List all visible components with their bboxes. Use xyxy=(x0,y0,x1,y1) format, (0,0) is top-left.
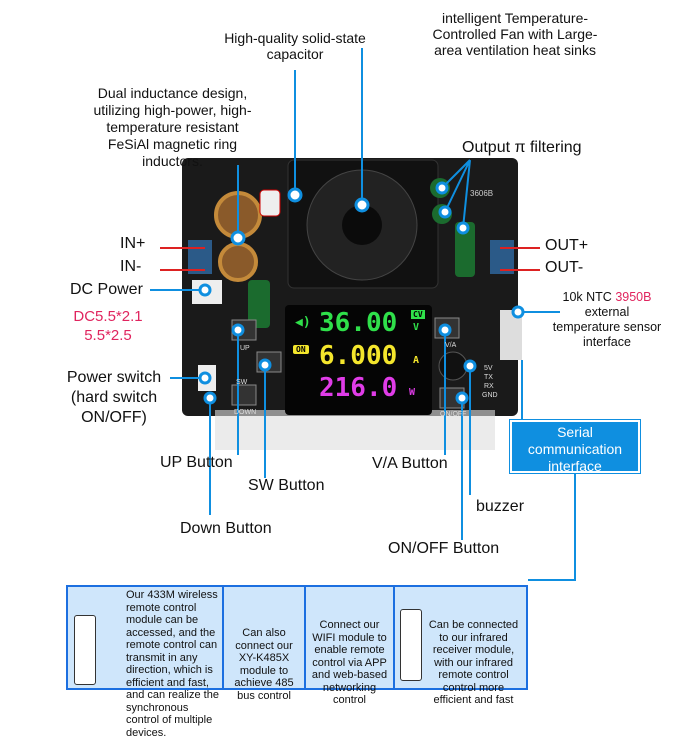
panel-wifi: Connect our WIFI module to enable remote… xyxy=(306,587,395,706)
in-minus-label: IN- xyxy=(120,258,142,275)
svg-text:TX: TX xyxy=(484,374,493,381)
svg-text:ON/OFF: ON/OFF xyxy=(440,411,466,418)
inductor-label: Dual inductance design, utilizing high-p… xyxy=(93,85,252,169)
panel-text: Can also connect our XY-K485X module to … xyxy=(234,627,294,702)
up-button-label: UP Button xyxy=(160,454,233,471)
current-unit: A xyxy=(413,355,420,366)
sw-button-label: SW Button xyxy=(248,477,325,494)
voltage-unit: V xyxy=(413,322,420,333)
svg-text:DOWN: DOWN xyxy=(234,409,256,416)
voltage-readout: 36.00 xyxy=(319,308,398,338)
svg-text:GND: GND xyxy=(482,392,498,399)
svg-text:SW: SW xyxy=(236,379,248,386)
va-button-label: V/A Button xyxy=(372,455,448,472)
svg-text:UP: UP xyxy=(240,345,250,352)
model-silk: 3606B xyxy=(470,189,493,198)
remote-icon xyxy=(74,615,96,685)
dc-power-label: DC Power xyxy=(70,281,143,298)
panel-485: Can also connect our XY-K485X module to … xyxy=(224,587,306,702)
panel-infrared: Can be connected to our infrared receive… xyxy=(395,587,526,706)
mode-badge: CV xyxy=(411,310,425,319)
remote-icon xyxy=(400,609,422,681)
accessory-panel: Our 433M wireless remote control module … xyxy=(66,585,528,739)
svg-text:RX: RX xyxy=(484,383,494,390)
speaker-icon: ◀) xyxy=(295,315,311,330)
svg-text:V/A: V/A xyxy=(445,342,457,349)
down-button-label: Down Button xyxy=(180,520,272,537)
in-plus-label: IN+ xyxy=(120,235,146,252)
power-switch-label: Power switch (hard switch ON/OFF) xyxy=(66,369,162,426)
fan-label: intelligent Temperature-Controlled Fan w… xyxy=(432,10,598,58)
lcd-display: ◀) 36.00 CV V ON 6.000 A 216.0 W xyxy=(285,305,432,415)
out-minus-label: OUT- xyxy=(545,259,584,276)
board-illustration: 3606B UP SW DOWN V/A ON/OFF 5V TX RX GND xyxy=(150,48,576,581)
panel-text: Connect our WIFI module to enable remote… xyxy=(311,619,388,706)
current-readout: 6.000 xyxy=(319,341,398,371)
status-badge: ON xyxy=(293,345,309,354)
onoff-button-label: ON/OFF Button xyxy=(388,540,500,557)
inductor xyxy=(218,242,258,282)
power-unit: W xyxy=(409,387,416,398)
buzzer-label: buzzer xyxy=(476,498,525,515)
panel-433m: Our 433M wireless remote control module … xyxy=(68,587,224,739)
power-readout: 216.0 xyxy=(319,373,398,403)
capacitor-label: High-quality solid-state capacitor xyxy=(224,30,366,62)
svg-text:5V: 5V xyxy=(484,365,493,372)
output-filter-label: Output π filtering xyxy=(462,139,582,156)
serial-interface-label: Serial communication interface xyxy=(509,419,641,474)
panel-text: Our 433M wireless remote control module … xyxy=(126,589,219,739)
out-plus-label: OUT+ xyxy=(545,237,589,254)
